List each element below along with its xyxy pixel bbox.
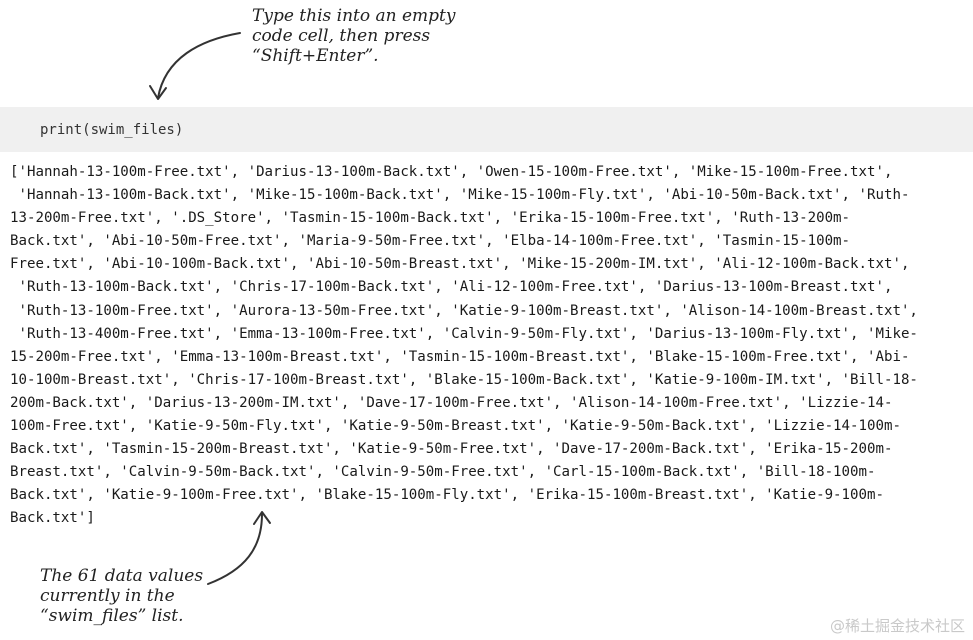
code-input-text: print(swim_files) xyxy=(40,121,184,138)
watermark: @稀土掘金技术社区 xyxy=(829,617,965,635)
output-line: 13-200m-Free.txt', '.DS_Store', 'Tasmin-… xyxy=(10,210,851,227)
output-line: 200m-Back.txt', 'Darius-13-200m-IM.txt',… xyxy=(10,394,893,411)
output-line: Back.txt', 'Abi-10-50m-Free.txt', 'Maria… xyxy=(10,233,851,250)
arrow-top-head xyxy=(149,85,167,100)
output-line: Back.txt', 'Katie-9-100m-Free.txt', 'Bla… xyxy=(10,487,884,504)
output-line: Free.txt', 'Abi-10-100m-Back.txt', 'Abi-… xyxy=(10,256,910,273)
output-line: Back.txt'] xyxy=(10,510,95,527)
output-line: 'Ruth-13-100m-Back.txt', 'Chris-17-100m-… xyxy=(10,279,893,296)
annotation-top: Type this into an empty code cell, then … xyxy=(252,6,456,66)
output-line: 'Ruth-13-100m-Free.txt', 'Aurora-13-50m-… xyxy=(10,302,918,319)
output-line: 'Ruth-13-400m-Free.txt', 'Emma-13-100m-F… xyxy=(10,325,918,342)
arrow-bottom-head xyxy=(253,511,271,525)
code-input-cell[interactable]: print(swim_files) xyxy=(0,107,973,152)
annotation-bottom: The 61 data values currently in the “swi… xyxy=(40,566,204,626)
output-line: 'Hannah-13-100m-Back.txt', 'Mike-15-100m… xyxy=(10,187,910,204)
arrow-bottom-curve xyxy=(207,513,263,585)
output-line: 10-100m-Breast.txt', 'Chris-17-100m-Brea… xyxy=(10,371,918,388)
cell-output: ['Hannah-13-100m-Free.txt', 'Darius-13-1… xyxy=(10,161,965,531)
output-line: 15-200m-Free.txt', 'Emma-13-100m-Breast.… xyxy=(10,348,910,365)
output-line: ['Hannah-13-100m-Free.txt', 'Darius-13-1… xyxy=(10,164,893,180)
output-line: Back.txt', 'Tasmin-15-200m-Breast.txt', … xyxy=(10,441,893,458)
output-line: 100m-Free.txt', 'Katie-9-50m-Fly.txt', '… xyxy=(10,418,901,435)
output-line: Breast.txt', 'Calvin-9-50m-Back.txt', 'C… xyxy=(10,464,876,481)
arrow-top-curve xyxy=(157,32,241,99)
